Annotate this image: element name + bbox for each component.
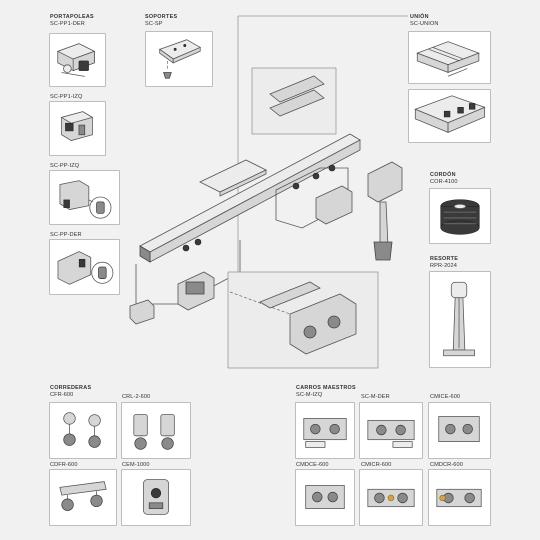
support-bracket-drawing bbox=[158, 39, 202, 79]
portapoleas-image-2 bbox=[49, 101, 106, 156]
resorte-label: RESORTE RPR-2024 bbox=[430, 256, 458, 269]
master-carriage-left-drawing bbox=[303, 418, 347, 448]
runner-cem-drawing bbox=[143, 479, 169, 515]
soportes-image bbox=[145, 31, 213, 87]
correderas-image-4 bbox=[121, 469, 191, 526]
master-carriage-cmicr-drawing bbox=[367, 488, 415, 508]
carros-image-5 bbox=[359, 469, 423, 526]
resorte-title: RESORTE bbox=[430, 256, 459, 262]
soportes-label: SOPORTES SC-SP bbox=[145, 14, 177, 27]
correderas-label-2: CRL-2-600 bbox=[122, 394, 150, 401]
correderas-image-3 bbox=[49, 469, 117, 526]
cordon-code: COR-4100 bbox=[430, 178, 458, 185]
cordon-label: CORDÓN COR-4100 bbox=[430, 172, 458, 185]
union-code: SC-UNION bbox=[410, 20, 439, 27]
union-label: UNIÓN SC-UNION bbox=[410, 14, 438, 27]
soportes-code: SC-SP bbox=[145, 20, 163, 27]
runner-cdfr-drawing bbox=[59, 481, 107, 511]
master-carriage-cmdcr-drawing bbox=[436, 488, 482, 508]
carros-code-2: SC-M-DER bbox=[361, 394, 390, 400]
carros-code-6: CMDCR-600 bbox=[430, 462, 463, 468]
correderas-label-1: CORREDERAS CFR-600 bbox=[50, 385, 91, 398]
portapoleas-code-3: SC-PP-IZQ bbox=[50, 163, 80, 169]
portapoleas-image-4 bbox=[49, 239, 120, 295]
portapoleas-label-1: PORTAPOLEAS SC-PP1-DER bbox=[50, 14, 94, 27]
carros-image-2 bbox=[359, 402, 423, 459]
union-image-2 bbox=[408, 89, 491, 143]
carros-title: CARROS MAESTROS bbox=[296, 385, 356, 391]
spring-drawing bbox=[443, 281, 475, 357]
pulley-holder-left-drawing bbox=[60, 111, 94, 141]
carros-label-1: CARROS MAESTROS SC-M-IZQ bbox=[296, 385, 356, 398]
carros-label-6: CMDCR-600 bbox=[430, 462, 463, 469]
master-carriage-cmdce-drawing bbox=[305, 485, 345, 509]
pulley-holder-right-drawing bbox=[56, 43, 96, 77]
portapoleas-label-3: SC-PP-IZQ bbox=[50, 163, 79, 170]
correderas-title: CORREDERAS bbox=[50, 385, 92, 391]
carros-image-1 bbox=[295, 402, 355, 459]
union-image-1 bbox=[408, 31, 491, 84]
main-assembly-drawing bbox=[120, 14, 420, 370]
cordon-title: CORDÓN bbox=[430, 172, 456, 178]
soportes-title: SOPORTES bbox=[145, 14, 178, 20]
carros-image-3 bbox=[428, 402, 491, 459]
carros-image-4 bbox=[295, 469, 355, 526]
union-title: UNIÓN bbox=[410, 14, 429, 20]
correderas-label-4: CEM-1000 bbox=[122, 462, 150, 469]
correderas-code-1: CFR-600 bbox=[50, 391, 74, 398]
pulley-holder-pp-left-drawing bbox=[59, 180, 112, 219]
runner-crl-drawing bbox=[133, 414, 175, 450]
correderas-image-2 bbox=[121, 402, 191, 459]
cordon-image bbox=[429, 188, 491, 244]
portapoleas-code-2: SC-PP1-IZQ bbox=[50, 94, 83, 100]
carros-label-5: CMICR-600 bbox=[361, 462, 391, 469]
union-assembled-drawing bbox=[414, 95, 486, 133]
carros-label-2: SC-M-DER bbox=[361, 394, 390, 401]
master-carriage-cmice-drawing bbox=[438, 416, 480, 442]
correderas-image-1 bbox=[49, 402, 117, 459]
carros-code-1: SC-M-IZQ bbox=[296, 391, 323, 398]
carros-code-5: CMICR-600 bbox=[361, 462, 392, 468]
union-connector-drawing bbox=[416, 41, 480, 77]
correderas-label-3: CDFR-600 bbox=[50, 462, 78, 469]
carros-code-4: CMDCE-600 bbox=[296, 462, 329, 468]
track-system-exploded-view bbox=[129, 15, 408, 369]
portapoleas-code-1: SC-PP1-DER bbox=[50, 20, 85, 27]
carros-label-3: CMICE-600 bbox=[430, 394, 460, 401]
pulley-holder-pp-right-drawing bbox=[57, 251, 114, 285]
runner-cfr-drawing bbox=[63, 412, 101, 448]
resorte-image bbox=[429, 271, 491, 368]
carros-label-4: CMDCE-600 bbox=[296, 462, 329, 469]
portapoleas-code-4: SC-PP-DER bbox=[50, 232, 82, 238]
portapoleas-label-4: SC-PP-DER bbox=[50, 232, 82, 239]
master-carriage-right-drawing bbox=[367, 419, 415, 448]
carros-image-6 bbox=[428, 469, 491, 526]
carros-code-3: CMICE-600 bbox=[430, 394, 461, 400]
correderas-code-3: CDFR-600 bbox=[50, 462, 78, 468]
portapoleas-label-2: SC-PP1-IZQ bbox=[50, 94, 82, 101]
portapoleas-image-1 bbox=[49, 33, 106, 87]
portapoleas-title: PORTAPOLEAS bbox=[50, 14, 94, 20]
cord-spool-drawing bbox=[440, 199, 480, 235]
resorte-code: RPR-2024 bbox=[430, 262, 457, 269]
correderas-code-4: CEM-1000 bbox=[122, 462, 150, 468]
correderas-code-2: CRL-2-600 bbox=[122, 394, 151, 400]
portapoleas-image-3 bbox=[49, 170, 120, 225]
